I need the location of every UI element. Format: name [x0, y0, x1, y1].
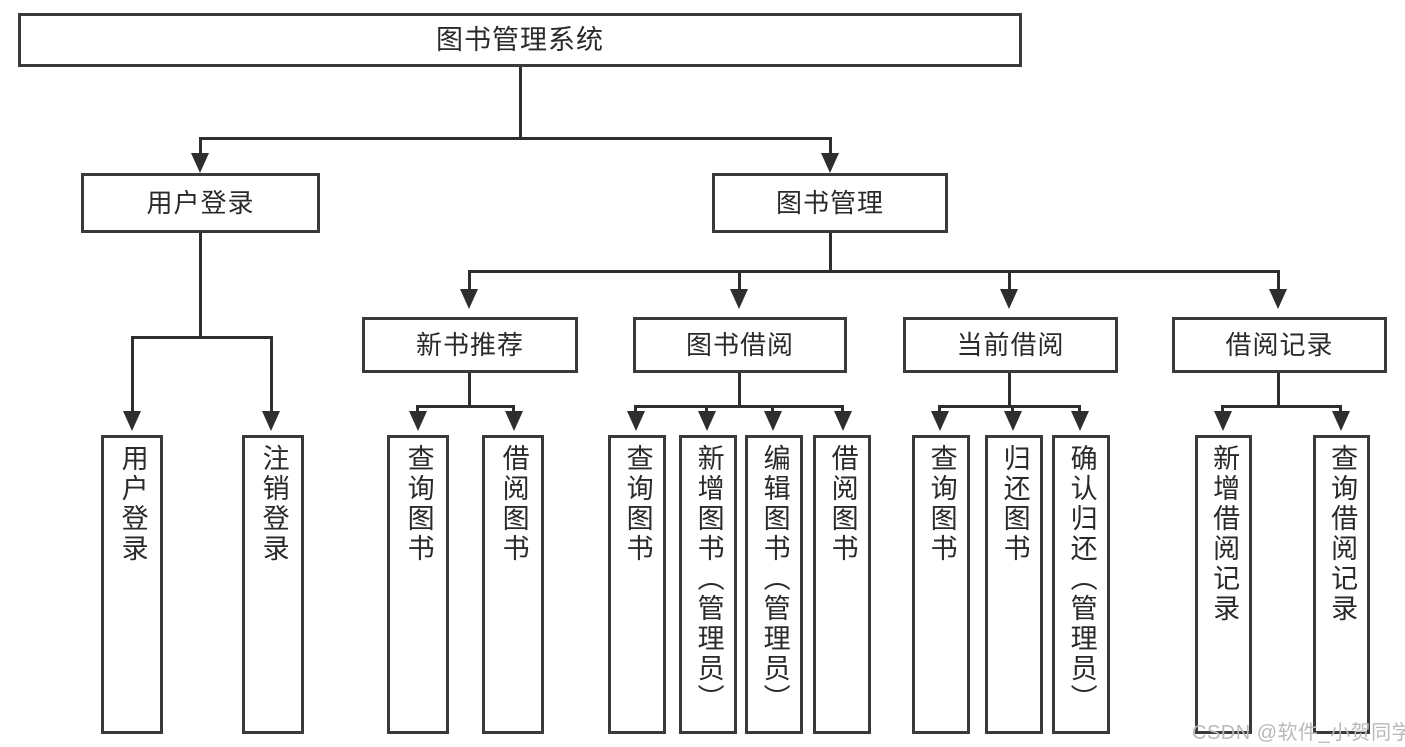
- node-leaf-user-logout[interactable]: 注销登录: [242, 435, 304, 734]
- arrow-to-leaf-query-record: [1332, 411, 1350, 431]
- connector-br-drop-1: [1221, 405, 1224, 415]
- arrow-to-leaf-user-logout: [262, 411, 280, 431]
- connector-bb-drop-1: [634, 405, 637, 415]
- arrow-to-new-book-recommend: [460, 289, 478, 309]
- arrow-to-leaf-query-book-1: [409, 411, 427, 431]
- connector-bb-drop-2: [705, 405, 708, 415]
- leaf-label: 借阅图书: [498, 444, 529, 564]
- connector-nbr-drop-2: [512, 405, 515, 415]
- connector-book-borrow-bus: [634, 405, 844, 408]
- node-leaf-query-book-2[interactable]: 查询图书: [608, 435, 666, 734]
- connector-current-borrow-stem: [1008, 373, 1011, 405]
- leaf-label: 用户登录: [117, 444, 148, 564]
- connector-user-login-drop-2: [270, 336, 273, 415]
- arrow-to-leaf-query-book-3: [931, 411, 949, 431]
- leaf-label: 新增图书（管理员）: [693, 444, 724, 714]
- connector-root-stem: [519, 67, 522, 137]
- leaf-label: 确认归还（管理员）: [1066, 444, 1097, 714]
- connector-cb-drop-1: [938, 405, 941, 415]
- leaf-label: 编辑图书（管理员）: [759, 444, 790, 714]
- connector-root-to-book-manage-drop: [829, 137, 832, 157]
- node-new-book-recommend[interactable]: 新书推荐: [362, 317, 578, 373]
- node-leaf-borrow-book-2[interactable]: 借阅图书: [813, 435, 871, 734]
- arrow-to-borrow-record: [1269, 289, 1287, 309]
- arrow-to-leaf-add-book: [698, 411, 716, 431]
- leaf-label: 查询图书: [403, 444, 434, 564]
- leaf-label: 查询图书: [926, 444, 957, 564]
- node-borrow-record[interactable]: 借阅记录: [1172, 317, 1387, 373]
- arrow-to-leaf-borrow-book-2: [834, 411, 852, 431]
- connector-book-manage-drop-3: [1008, 270, 1011, 292]
- leaf-label: 归还图书: [999, 444, 1030, 564]
- arrow-to-leaf-query-book-2: [627, 411, 645, 431]
- arrow-to-current-borrow: [1000, 289, 1018, 309]
- leaf-label: 新增借阅记录: [1209, 444, 1240, 624]
- leaf-label: 注销登录: [258, 444, 289, 564]
- node-leaf-confirm-return[interactable]: 确认归还（管理员）: [1052, 435, 1110, 734]
- leaf-label: 查询借阅记录: [1327, 444, 1358, 624]
- connector-borrow-record-bus: [1221, 405, 1342, 408]
- node-user-login[interactable]: 用户登录: [81, 173, 320, 233]
- connector-new-book-recommend-stem: [468, 373, 471, 405]
- node-leaf-query-record[interactable]: 查询借阅记录: [1313, 435, 1370, 734]
- connector-root-to-user-login-drop: [199, 137, 202, 157]
- node-leaf-query-book-3[interactable]: 查询图书: [912, 435, 970, 734]
- connector-nbr-drop-1: [416, 405, 419, 415]
- node-leaf-edit-book[interactable]: 编辑图书（管理员）: [745, 435, 803, 734]
- connector-user-login-stem: [199, 233, 202, 336]
- arrow-to-user-login: [191, 153, 209, 173]
- connector-cb-drop-2: [1011, 405, 1014, 415]
- connector-book-borrow-stem: [738, 373, 741, 405]
- leaf-label: 查询图书: [622, 444, 653, 564]
- connector-bb-drop-3: [771, 405, 774, 415]
- node-leaf-borrow-book-1[interactable]: 借阅图书: [482, 435, 544, 734]
- connector-bb-drop-4: [841, 405, 844, 415]
- arrow-to-leaf-add-record: [1214, 411, 1232, 431]
- connector-new-book-recommend-bus: [416, 405, 515, 408]
- node-leaf-query-book-1[interactable]: 查询图书: [387, 435, 449, 734]
- node-leaf-add-book[interactable]: 新增图书（管理员）: [679, 435, 737, 734]
- connector-book-manage-bus: [468, 270, 1280, 273]
- arrow-to-leaf-confirm-return: [1071, 411, 1089, 431]
- arrow-to-leaf-edit-book: [764, 411, 782, 431]
- node-root-book-management-system[interactable]: 图书管理系统: [18, 13, 1022, 67]
- connector-cb-drop-3: [1078, 405, 1081, 415]
- connector-current-borrow-bus: [938, 405, 1081, 408]
- connector-borrow-record-stem: [1277, 373, 1280, 405]
- node-leaf-add-record[interactable]: 新增借阅记录: [1195, 435, 1252, 734]
- connector-br-drop-2: [1339, 405, 1342, 415]
- arrow-to-book-manage: [821, 153, 839, 173]
- csdn-watermark: CSDN @软件_小贺同学: [1192, 722, 1405, 744]
- connector-root-bus: [199, 137, 832, 140]
- connector-book-manage-stem: [829, 233, 832, 270]
- connector-book-manage-drop-2: [738, 270, 741, 292]
- arrow-to-leaf-borrow-book-1: [505, 411, 523, 431]
- arrow-to-leaf-return-book: [1004, 411, 1022, 431]
- arrow-to-book-borrow: [730, 289, 748, 309]
- connector-book-manage-drop-1: [468, 270, 471, 292]
- connector-user-login-drop-1: [131, 336, 134, 415]
- node-book-manage[interactable]: 图书管理: [712, 173, 948, 233]
- node-leaf-return-book[interactable]: 归还图书: [985, 435, 1043, 734]
- leaf-label: 借阅图书: [827, 444, 858, 564]
- node-leaf-user-login[interactable]: 用户登录: [101, 435, 163, 734]
- connector-user-login-bus: [131, 336, 272, 339]
- arrow-to-leaf-user-login: [123, 411, 141, 431]
- node-book-borrow[interactable]: 图书借阅: [633, 317, 847, 373]
- connector-book-manage-drop-4: [1277, 270, 1280, 292]
- node-current-borrow[interactable]: 当前借阅: [903, 317, 1118, 373]
